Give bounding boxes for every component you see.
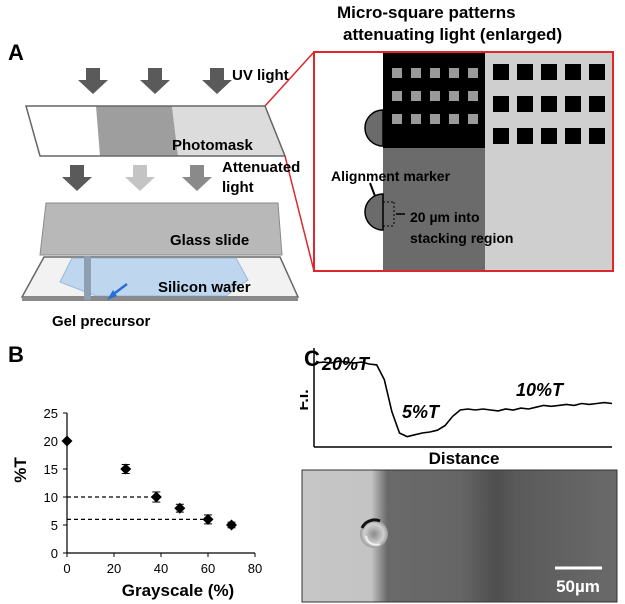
light-square: [468, 114, 478, 124]
tick-labels: 0 5 10 15 20 25 0 20 40 60 80: [44, 406, 263, 576]
x-tick-label: 0: [63, 561, 70, 576]
inset-connector-top: [264, 51, 315, 107]
x-axis-label: Grayscale (%): [122, 581, 234, 600]
x-tick-label: 80: [248, 561, 262, 576]
x-tick-label: 20: [107, 561, 121, 576]
glass-slide: [39, 202, 283, 256]
dark-square: [517, 64, 533, 80]
glass-slide-label: Glass slide: [170, 232, 249, 249]
panel-c-chart: F.I. Distance 20%T 5%T 10%T: [300, 348, 618, 603]
dark-square: [565, 96, 581, 112]
light-square-pattern: [392, 68, 478, 124]
offset-label-1: 20 µm into: [410, 209, 480, 225]
x-tick-label: 40: [154, 561, 168, 576]
y-axis-label: %T: [11, 457, 30, 483]
dark-square: [589, 96, 605, 112]
attenuated-arrow-2: [125, 165, 155, 191]
marker-top: [364, 109, 384, 147]
uv-arrows: [78, 68, 232, 94]
photomask: [25, 105, 287, 157]
panel-a-diagram: UV light Photomask Attenuated light Glas…: [20, 3, 614, 330]
y-tick-label: 15: [44, 462, 58, 477]
dark-square-pattern: [493, 64, 605, 144]
offset-label-2: stacking region: [410, 230, 513, 246]
axes: [63, 412, 256, 557]
light-square: [392, 114, 402, 124]
attenuated-arrow-3: [182, 165, 212, 191]
dark-square: [565, 64, 581, 80]
alignment-pointer: [369, 182, 376, 197]
light-square: [392, 91, 402, 101]
inset-title-line1: Micro-square patterns: [337, 3, 516, 22]
dark-square: [517, 128, 533, 144]
dark-square: [589, 128, 605, 144]
stacking-post: [84, 256, 91, 300]
light-square: [411, 91, 421, 101]
y-tick-label: 20: [44, 434, 58, 449]
y-tick-label: 0: [51, 546, 58, 561]
dark-square: [565, 128, 581, 144]
panel-b-chart: 0 5 10 15 20 25 0 20 40 60 80 Grayscale (%) %T: [11, 406, 263, 600]
uv-arrow-1: [78, 68, 108, 94]
light-square: [411, 114, 421, 124]
x-tick-label: 60: [201, 561, 215, 576]
gel-precursor-label: Gel precursor: [52, 313, 151, 330]
panel-c-letter: C: [304, 346, 320, 371]
dark-square: [493, 96, 509, 112]
light-square: [449, 68, 459, 78]
photomask-label: Photomask: [172, 137, 254, 154]
data-point: [61, 435, 73, 447]
gel-precursor: [59, 257, 249, 297]
y-axis-label: F.I.: [300, 389, 312, 410]
dark-square: [589, 64, 605, 80]
panel-a-letter: A: [8, 40, 24, 65]
y-tick-label: 10: [44, 490, 58, 505]
intensity-profile-line: [315, 360, 613, 438]
light-square: [468, 91, 478, 101]
inset-border: [313, 51, 614, 272]
uv-arrow-2: [140, 68, 170, 94]
light-square: [449, 91, 459, 101]
light-square: [392, 68, 402, 78]
uv-arrow-3: [202, 68, 232, 94]
x-axis-label: Distance: [429, 449, 500, 468]
fluorescence-micrograph: 50µm: [301, 469, 618, 603]
annotation-10pct: 10%T: [516, 380, 565, 400]
data-point: [202, 513, 214, 525]
dark-square: [541, 128, 557, 144]
inset-title-line2: attenuating light (enlarged): [343, 25, 562, 44]
light-square: [430, 68, 440, 78]
annotation-20pct: 20%T: [321, 354, 371, 374]
attenuated-label-2: light: [222, 179, 254, 196]
light-square: [430, 91, 440, 101]
reference-lines: [67, 496, 208, 520]
dark-square: [493, 128, 509, 144]
silicon-wafer-label: Silicon wafer: [158, 279, 251, 296]
y-tick-label: 25: [44, 406, 58, 421]
panel-b-letter: B: [8, 342, 24, 367]
y-tick-label: 5: [51, 518, 58, 533]
light-square: [411, 68, 421, 78]
data-point: [150, 491, 162, 503]
light-square: [430, 114, 440, 124]
alignment-marker-label: Alignment marker: [331, 168, 451, 184]
attenuated-arrows: [62, 165, 212, 191]
data-point: [226, 519, 237, 531]
dark-square: [517, 96, 533, 112]
data-point: [120, 463, 132, 475]
attenuated-arrow-1: [62, 165, 92, 191]
dark-square: [541, 64, 557, 80]
scale-bar-label: 50µm: [556, 577, 600, 596]
annotation-5pct: 5%T: [402, 402, 441, 422]
light-square: [468, 68, 478, 78]
attenuated-label-1: Attenuated: [222, 159, 300, 176]
uv-light-label: UV light: [232, 67, 289, 84]
data-points: [61, 435, 237, 531]
data-point: [174, 502, 186, 514]
dark-square: [493, 64, 509, 80]
light-square: [449, 114, 459, 124]
inset-connector-bottom: [284, 155, 315, 272]
dark-square: [541, 96, 557, 112]
inset-enlarged: [313, 51, 614, 272]
